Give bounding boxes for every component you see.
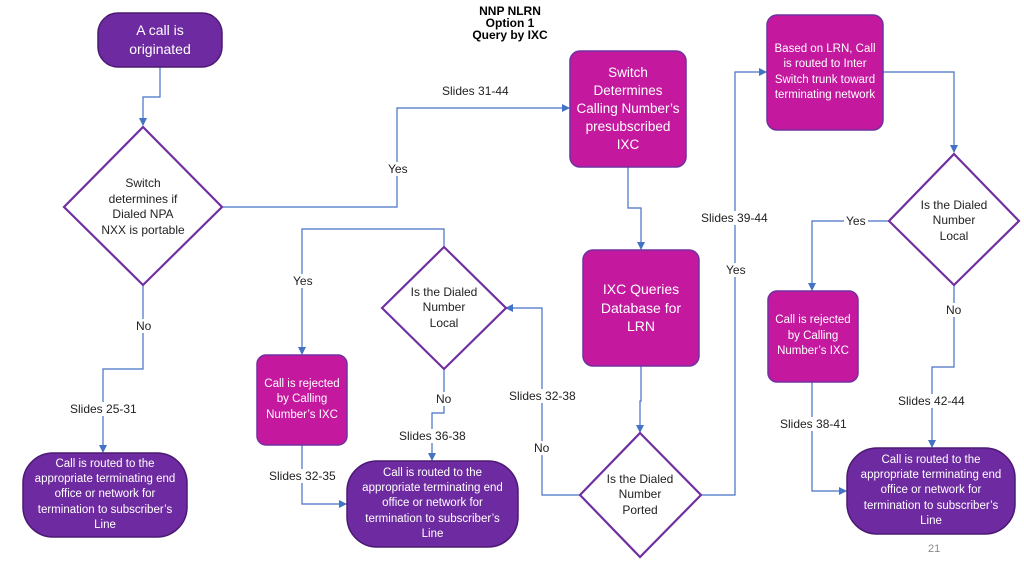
ported-decision-shape xyxy=(578,431,703,559)
routed-left-shape xyxy=(22,452,188,538)
lrn-route-shape xyxy=(766,14,884,131)
local-right-decision-shape xyxy=(887,152,1021,287)
portable-decision-text: Switch determines if Dialed NPA NXX is p… xyxy=(101,176,185,237)
title-line-1: NNP NLRN xyxy=(479,4,541,18)
edge-reject-right-to-routed xyxy=(811,382,847,495)
edge-reject-mid-to-routed xyxy=(301,444,347,508)
switch-ixc-text: Switch Determines Calling Number’s presu… xyxy=(576,65,680,152)
label-slides-31-44: Slides 31-44 xyxy=(440,84,511,98)
reject-mid-node: Call is rejected by Calling Number’s IXC xyxy=(262,358,342,442)
portable-decision-shape xyxy=(62,125,224,287)
label-yes-right-local: Yes xyxy=(844,214,868,228)
lrn-route-node: Based on LRN, Call is routed to Inter Sw… xyxy=(772,18,878,127)
switch-ixc-shape xyxy=(569,50,687,168)
switch-ixc-node: Switch Determines Calling Number’s presu… xyxy=(576,54,680,164)
call-originated-shape xyxy=(97,12,223,68)
reject-right-text: Call is rejected by Calling Number’s IXC xyxy=(775,314,851,358)
routed-left-text: Call is routed to the appropriate termin… xyxy=(34,457,176,531)
routed-right-node: Call is routed to the appropriate termin… xyxy=(857,451,1005,531)
label-slides-36-38: Slides 36-38 xyxy=(397,429,468,443)
label-slides-39-44: Slides 39-44 xyxy=(699,211,770,225)
label-slides-42-44: Slides 42-44 xyxy=(896,394,967,408)
ixc-db-node: IXC Queries Database for LRN xyxy=(590,256,692,360)
edge-portable-no-to-routed-left xyxy=(99,285,144,453)
call-originated-text: A call is originated xyxy=(129,22,191,57)
reject-mid-shape xyxy=(256,354,348,446)
edge-originated-to-portable xyxy=(139,67,161,126)
routed-mid-node: Call is routed to the appropriate termin… xyxy=(357,464,508,544)
connectors xyxy=(99,67,958,508)
edge-ixc-to-db xyxy=(627,167,645,250)
label-slides-38-41: Slides 38-41 xyxy=(778,417,849,431)
label-slides-25-31: Slides 25-31 xyxy=(68,402,139,416)
routed-right-shape xyxy=(846,447,1016,535)
label-yes-ported: Yes xyxy=(724,263,748,277)
lrn-route-text: Based on LRN, Call is routed to Inter Sw… xyxy=(774,42,876,102)
title-line-3: Query by IXC xyxy=(472,28,548,42)
local-right-decision-text: Is the Dialed Number Local xyxy=(920,197,988,243)
label-slides-32-38: Slides 32-38 xyxy=(507,389,578,403)
page-number: 21 xyxy=(928,543,941,555)
reject-mid-text: Call is rejected by Calling Number’s IXC xyxy=(264,377,340,421)
edge-lrn-to-local-right xyxy=(881,71,958,153)
label-no-ported: No xyxy=(532,441,552,455)
label-yes-portable: Yes xyxy=(386,162,410,176)
ixc-db-shape xyxy=(582,249,700,367)
label-slides-32-35: Slides 32-35 xyxy=(267,469,338,483)
label-no-mid-local: No xyxy=(434,392,454,406)
ixc-db-text: IXC Queries Database for LRN xyxy=(600,281,682,335)
edge-db-to-ported xyxy=(636,366,644,433)
edge-local-mid-no-to-routed xyxy=(428,369,445,461)
local-mid-decision-text: Is the Dialed Number Local xyxy=(410,284,478,330)
reject-right-node: Call is rejected by Calling Number’s IXC xyxy=(773,294,853,379)
routed-right-text: Call is routed to the appropriate termin… xyxy=(860,453,1002,527)
routed-mid-shape xyxy=(346,460,519,548)
routed-left-node: Call is routed to the appropriate termin… xyxy=(32,456,178,534)
local-mid-decision-node: Is the Dialed Number Local xyxy=(409,276,479,340)
local-right-decision-node: Is the Dialed Number Local xyxy=(919,189,989,253)
ported-decision-text: Is the Dialed Number Ported xyxy=(606,471,674,517)
local-mid-decision-shape xyxy=(380,245,508,371)
label-no-portable: No xyxy=(134,319,154,333)
edge-local-mid-yes-to-reject xyxy=(298,228,445,355)
edge-local-right-yes-to-reject xyxy=(808,220,889,291)
routed-mid-text: Call is routed to the appropriate termin… xyxy=(362,466,503,540)
call-originated-node: A call is originated xyxy=(104,15,216,65)
portable-decision-node: Switch determines if Dialed NPA NXX is p… xyxy=(100,165,186,249)
edge-ported-yes-to-lrn xyxy=(701,68,767,496)
edge-portable-yes-to-ixc xyxy=(222,104,570,208)
label-no-right-local: No xyxy=(944,303,964,317)
diagram-title: NNP NLRN Option 1 Query by IXC xyxy=(440,5,580,41)
reject-right-shape xyxy=(767,290,859,383)
label-yes-mid-local: Yes xyxy=(291,274,315,288)
ported-decision-node: Is the Dialed Number Ported xyxy=(605,463,675,527)
title-line-2: Option 1 xyxy=(485,16,535,30)
